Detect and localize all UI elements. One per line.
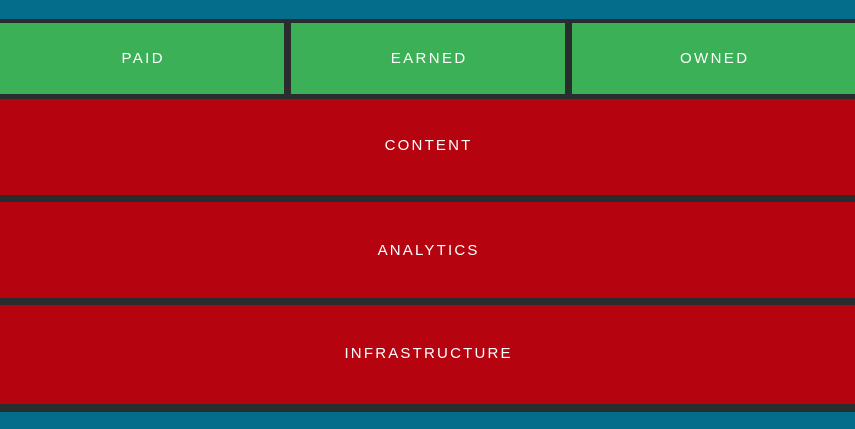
channel-block-owned[interactable]: OWNED xyxy=(572,23,855,94)
layer-label-analytics: ANALYTICS xyxy=(377,242,480,259)
channel-label-paid: PAID xyxy=(121,50,165,67)
channel-block-earned[interactable]: EARNED xyxy=(291,23,565,94)
channel-block-paid[interactable]: PAID xyxy=(0,23,284,94)
bottom-accent-band xyxy=(0,412,855,429)
top-accent-band xyxy=(0,0,855,19)
layer-block-content[interactable]: CONTENT xyxy=(0,99,855,195)
layer-label-infrastructure: INFRASTRUCTURE xyxy=(344,345,513,362)
layer-label-content: CONTENT xyxy=(384,137,473,154)
channel-label-earned: EARNED xyxy=(390,50,468,67)
channel-label-owned: OWNED xyxy=(679,50,750,67)
layer-block-infrastructure[interactable]: INFRASTRUCTURE xyxy=(0,305,855,404)
channel-row: PAID EARNED OWNED xyxy=(0,23,855,94)
layer-block-analytics[interactable]: ANALYTICS xyxy=(0,202,855,298)
